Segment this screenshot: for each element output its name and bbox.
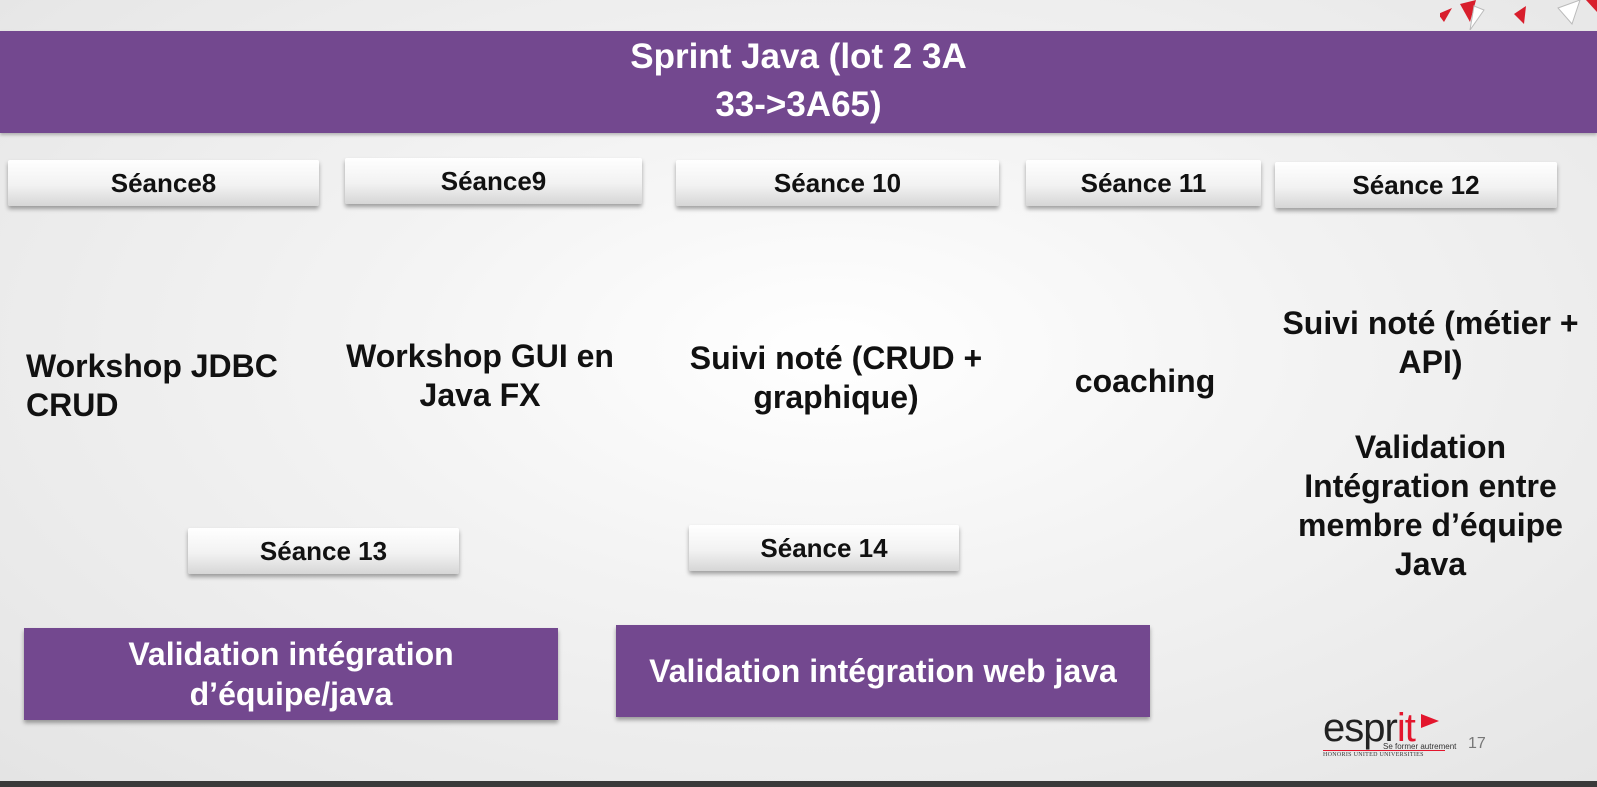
logo-word-accent: it [1396,706,1416,750]
session-10-header: Séance 10 [676,160,999,206]
page-number: 17 [1468,735,1486,752]
session-12-line-5: membre d’équipe [1298,507,1563,543]
session-14-validation-box: Validation intégration web java [616,625,1150,717]
title-line-2: 33->3A65) [715,85,882,124]
session-8-line-1: Workshop JDBC [26,348,278,384]
session-14-validation-line-1: Validation intégration web java [649,653,1117,689]
session-11-header: Séance 11 [1026,160,1261,206]
session-10-line-1: Suivi noté (CRUD + [689,340,983,376]
session-13-validation-box: Validation intégration d’équipe/java [24,628,558,720]
title-line-1: Sprint Java (lot 2 3A [630,37,967,76]
session-14-header: Séance 14 [689,525,959,571]
session-9-line-1: Workshop GUI en [346,338,614,374]
logo-affiliation: HONORIS UNITED UNIVERSITIES [1323,752,1424,758]
red-flag-icon [1421,714,1439,728]
session-11-content: coaching [1050,362,1240,401]
session-9-header: Séance9 [345,158,642,204]
esprit-logo: esprit Se former autrement HONORIS UNITE… [1323,706,1456,758]
session-12-line-1: Suivi noté (métier + [1282,305,1579,341]
session-12-spacer [1264,382,1597,428]
logo-tagline: Se former autrement [1383,742,1457,751]
session-11-line-1: coaching [1074,363,1216,399]
session-13-validation-line-1: Validation intégration [128,636,454,672]
session-13-header: Séance 13 [188,528,459,574]
session-8-header: Séance8 [8,160,319,206]
session-10-line-2: graphique) [753,379,919,415]
session-8-content: Workshop JDBC CRUD [26,347,326,425]
title-banner: Sprint Java (lot 2 3A 33->3A65) [0,31,1597,133]
session-9-content: Workshop GUI en Java FX [330,337,630,415]
session-13-validation-line-2: d’équipe/java [189,676,393,712]
session-12-line-6: Java [1394,546,1467,582]
session-12-content: Suivi noté (métier + API) Validation Int… [1264,304,1597,584]
session-10-content: Suivi noté (CRUD + graphique) [676,339,996,417]
logo-wordmark: esprit [1323,706,1416,750]
session-12-header: Séance 12 [1275,162,1557,208]
session-9-line-2: Java FX [419,377,541,413]
session-8-line-2: CRUD [26,387,119,423]
logo-divider [1323,750,1445,751]
session-12-line-3: Validation [1354,429,1507,465]
logo-word-main: espr [1323,706,1398,750]
session-12-line-4: Intégration entre [1304,468,1557,504]
session-12-line-2: API) [1398,344,1463,380]
red-triangles-icon [1440,0,1597,30]
